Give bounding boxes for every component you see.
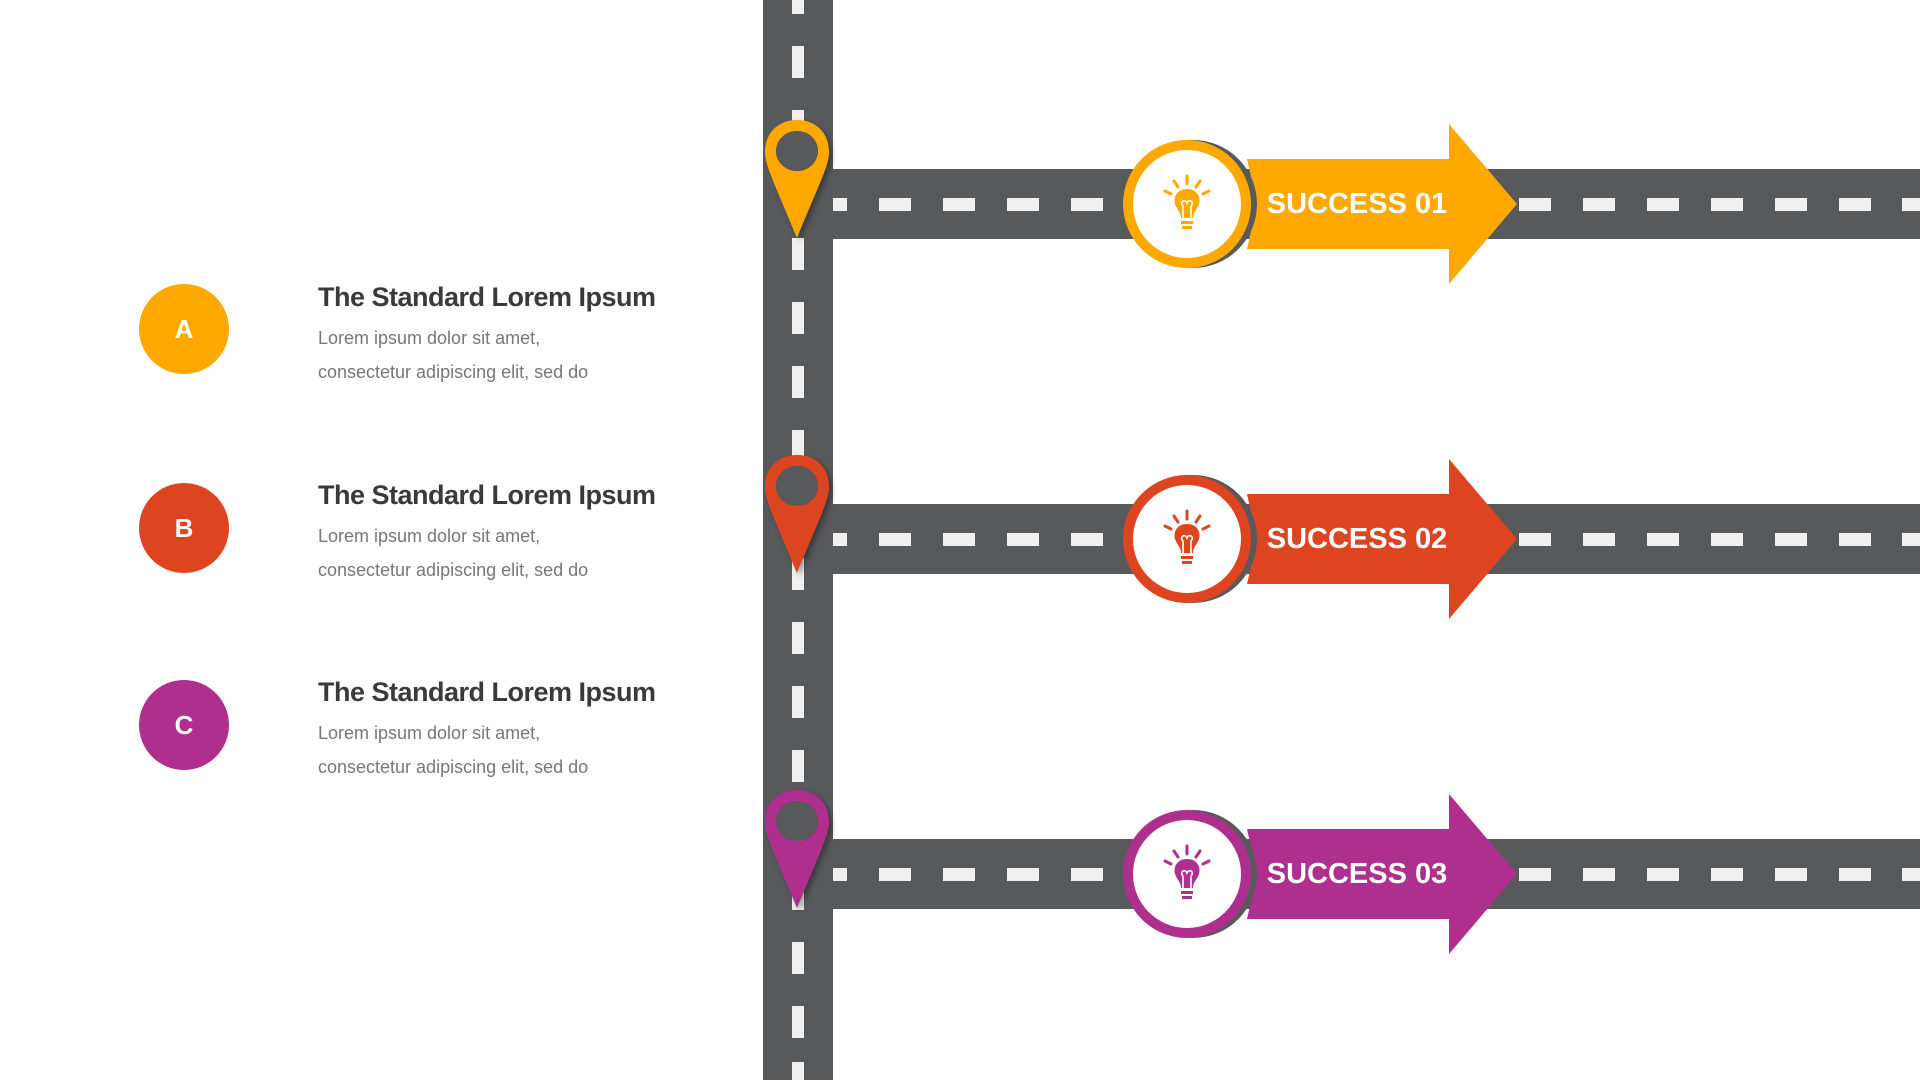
item-description: Lorem ipsum dolor sit amet, consectetur a… xyxy=(318,321,738,389)
arrow-shape xyxy=(1247,124,1517,284)
item-description: Lorem ipsum dolor sit amet, consectetur a… xyxy=(318,716,738,784)
item-c: The Standard Lorem Ipsum Lorem ipsum dol… xyxy=(318,677,738,784)
arrow-shape xyxy=(1247,794,1517,954)
desc-line: consectetur adipiscing elit, sed do xyxy=(318,757,589,777)
arrow-shape xyxy=(1247,459,1517,619)
desc-line: Lorem ipsum dolor sit amet, xyxy=(318,526,541,546)
lightbulb-icon xyxy=(1163,174,1211,229)
milestone-label: SUCCESS 03 xyxy=(1266,858,1448,890)
milestone-label: SUCCESS 01 xyxy=(1266,188,1448,220)
lightbulb-icon xyxy=(1163,509,1211,564)
lightbulb-icon xyxy=(1163,844,1211,899)
item-title: The Standard Lorem Ipsum xyxy=(318,677,656,707)
location-pin-icon xyxy=(765,455,829,573)
milestone-icon-badge xyxy=(1123,140,1251,268)
milestone-icon-badge xyxy=(1123,810,1251,938)
location-pin-icon xyxy=(765,790,829,908)
item-b: The Standard Lorem Ipsum Lorem ipsum dol… xyxy=(318,480,738,587)
desc-line: consectetur adipiscing elit, sed do xyxy=(318,362,589,382)
letter-badge-a: A xyxy=(139,284,229,374)
item-description: Lorem ipsum dolor sit amet, consectetur a… xyxy=(318,519,738,587)
item-title: The Standard Lorem Ipsum xyxy=(318,282,656,312)
milestone-arrow: SUCCESS 02 xyxy=(1247,459,1522,619)
milestone-label: SUCCESS 02 xyxy=(1266,523,1448,555)
milestone-arrow: SUCCESS 03 xyxy=(1247,794,1522,954)
letter-badge-c: C xyxy=(139,680,229,770)
milestone-icon-badge xyxy=(1123,475,1251,603)
milestone-arrow: SUCCESS 01 xyxy=(1247,124,1522,284)
desc-line: Lorem ipsum dolor sit amet, xyxy=(318,723,541,743)
desc-line: Lorem ipsum dolor sit amet, xyxy=(318,328,541,348)
location-pin-icon xyxy=(765,120,829,238)
item-title: The Standard Lorem Ipsum xyxy=(318,480,656,510)
letter-badge-b: B xyxy=(139,483,229,573)
item-a: The Standard Lorem Ipsum Lorem ipsum dol… xyxy=(318,282,738,389)
desc-line: consectetur adipiscing elit, sed do xyxy=(318,560,589,580)
